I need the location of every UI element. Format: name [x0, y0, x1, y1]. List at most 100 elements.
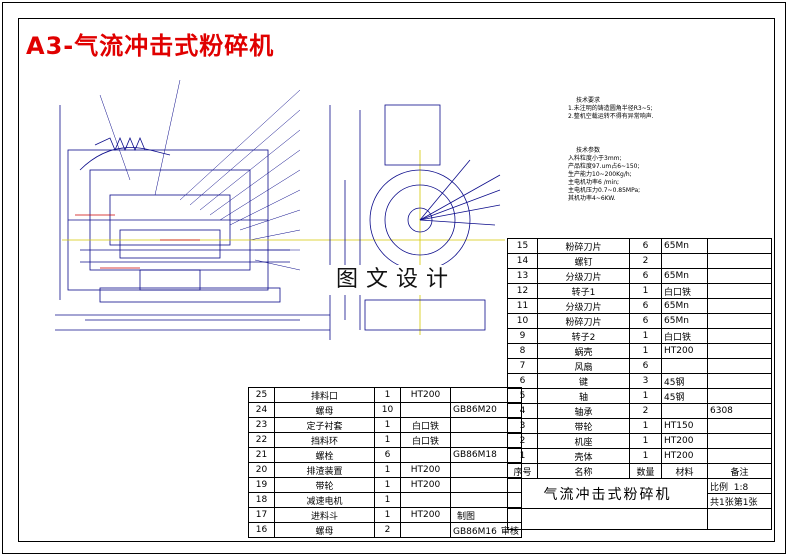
watermark: 图文设计 — [326, 265, 466, 295]
parts-cell-mat: HT200 — [400, 462, 451, 478]
parts-cell-note — [707, 268, 772, 284]
parts-cell-mat — [400, 492, 451, 508]
parts-cell-name: 风扇 — [537, 358, 630, 374]
param-line: 产品粒度97.um占6~150; — [568, 163, 640, 170]
parts-cell-name: 轴承 — [537, 403, 630, 419]
side-view — [329, 104, 501, 340]
param-line: 生产能力10~200Kg/h; — [568, 171, 632, 178]
header-note: 备注 — [707, 463, 772, 479]
parts-cell-no: 16 — [248, 522, 275, 538]
parts-cell-name: 带轮 — [537, 418, 630, 434]
parts-cell-qty: 1 — [629, 343, 662, 359]
parts-cell-mat — [400, 402, 451, 418]
parts-cell-mat — [400, 522, 451, 538]
parts-cell-no: 8 — [507, 343, 538, 359]
parts-cell-note — [707, 283, 772, 299]
drawing-name: 气流冲击式粉碎机 — [507, 478, 708, 509]
parts-cell-qty: 1 — [374, 462, 401, 478]
parts-cell-note — [707, 298, 772, 314]
parts-cell-mat: 白口铁 — [400, 432, 451, 448]
parts-cell-no: 21 — [248, 447, 275, 463]
parts-cell-qty: 1 — [374, 417, 401, 433]
parts-cell-mat: 65Mn — [661, 313, 708, 329]
parts-cell-no: 25 — [248, 387, 275, 403]
param-line: 其机功率4~6KW. — [568, 195, 616, 202]
parts-cell-mat: 65Mn — [661, 268, 708, 284]
parts-cell-qty: 6 — [629, 268, 662, 284]
center-lines — [62, 150, 505, 335]
parts-cell-no: 10 — [507, 313, 538, 329]
parts-cell-qty: 1 — [629, 283, 662, 299]
parts-cell-qty: 3 — [629, 373, 662, 389]
parts-cell-no: 23 — [248, 417, 275, 433]
parts-cell-qty: 6 — [374, 447, 401, 463]
parts-cell-qty: 6 — [629, 358, 662, 374]
parts-cell-note — [707, 388, 772, 404]
scale-value: 1:8 — [733, 482, 749, 493]
leader-lines — [99, 79, 301, 271]
parts-cell-std — [450, 462, 522, 478]
header-name: 名称 — [537, 463, 630, 479]
parts-cell-qty: 1 — [374, 477, 401, 493]
parts-cell-no: 13 — [507, 268, 538, 284]
parts-cell-note — [707, 238, 772, 254]
parts-cell-name: 挡料环 — [274, 432, 375, 448]
parts-cell-qty: 1 — [374, 507, 401, 523]
sign-label: 制图 — [457, 511, 476, 522]
scale-cell: 比例 1:8 — [707, 478, 772, 494]
parts-cell-name: 螺钉 — [537, 253, 630, 269]
parts-cell-std: GB86M20 — [450, 402, 522, 418]
parts-cell-no: 9 — [507, 328, 538, 344]
params-heading: 技术参数 — [576, 147, 601, 154]
parts-cell-std: GB86M18 — [450, 447, 522, 463]
parts-cell-mat: 白口铁 — [661, 328, 708, 344]
parts-cell-name: 粉碎刀片 — [537, 313, 630, 329]
parts-header-row: 序号 名称 数量 材料 备注 — [507, 463, 772, 479]
parts-cell-mat: 65Mn — [661, 238, 708, 254]
parts-cell-qty: 1 — [629, 388, 662, 404]
parts-cell-qty: 1 — [629, 448, 662, 464]
parts-cell-no: 20 — [248, 462, 275, 478]
parts-cell-name: 进料斗 — [274, 507, 375, 523]
parts-cell-name: 螺母 — [274, 522, 375, 538]
parts-cell-name: 螺栓 — [274, 447, 375, 463]
parts-cell-no: 7 — [507, 358, 538, 374]
parts-cell-name: 轴 — [537, 388, 630, 404]
parts-cell-name: 键 — [537, 373, 630, 389]
parts-cell-std — [450, 417, 522, 433]
parts-cell-std — [450, 432, 522, 448]
sheet-cell: 共1张第1张 — [707, 493, 772, 509]
parts-cell-no: 18 — [248, 492, 275, 508]
parts-cell-name: 粉碎刀片 — [537, 238, 630, 254]
parts-cell-qty: 6 — [629, 238, 662, 254]
param-line: 主电机功率6 /min; — [568, 179, 620, 186]
parts-cell-mat: 白口铁 — [661, 283, 708, 299]
parts-cell-mat — [661, 358, 708, 374]
parts-cell-name: 螺母 — [274, 402, 375, 418]
parts-cell-mat: HT200 — [400, 507, 451, 523]
header-qty: 数量 — [629, 463, 662, 479]
parts-cell-std — [450, 477, 522, 493]
parts-cell-mat — [661, 253, 708, 269]
parts-cell-name: 排料口 — [274, 387, 375, 403]
parts-cell-name: 蜗壳 — [537, 343, 630, 359]
parts-cell-no: 22 — [248, 432, 275, 448]
parts-cell-note — [707, 433, 772, 449]
parts-cell-qty: 1 — [374, 432, 401, 448]
tech-req-heading: 技术要求 — [576, 97, 601, 104]
parts-cell-name: 减速电机 — [274, 492, 375, 508]
